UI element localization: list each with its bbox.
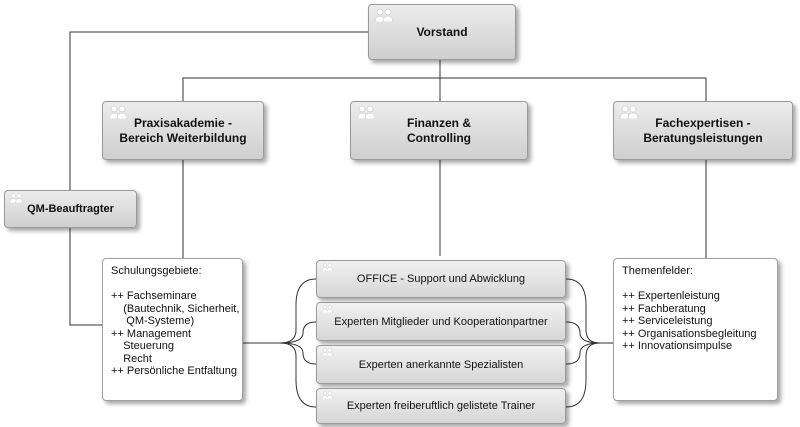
service-experten-spezialisten[interactable]: Experten anerkannte Spezialisten bbox=[316, 345, 566, 384]
service-label: Experten freiberuftlich gelistete Traine… bbox=[346, 400, 536, 412]
people-icon bbox=[322, 263, 333, 271]
finanzen-label: Finanzen & Controlling bbox=[406, 115, 471, 145]
service-experten-trainer[interactable]: Experten freiberuftlich gelistete Traine… bbox=[316, 388, 566, 424]
service-label: Experten anerkannte Spezialisten bbox=[358, 358, 524, 371]
service-office-support[interactable]: OFFICE - Support und Abwicklung bbox=[316, 260, 566, 298]
themenfelder-line: ++ Fachberatung bbox=[622, 302, 706, 315]
people-icon bbox=[322, 391, 333, 399]
people-icon bbox=[356, 105, 376, 119]
node-fachexpertisen[interactable]: Fachexpertisen - Beratungsleistungen bbox=[613, 101, 793, 160]
schulungsgebiete-line: Recht bbox=[111, 352, 152, 365]
service-label: Experten Mitglieder und Kooperationpartn… bbox=[334, 315, 548, 328]
themenfelder-line: ++ Innovationsimpulse bbox=[622, 340, 733, 352]
people-icon bbox=[322, 305, 333, 313]
people-icon bbox=[9, 193, 23, 203]
node-vorstand[interactable]: Vorstand bbox=[368, 4, 516, 60]
vorstand-label: Vorstand bbox=[416, 24, 468, 39]
people-icon bbox=[374, 8, 394, 22]
fachexpertisen-label: Fachexpertisen - Beratungsleistungen bbox=[643, 115, 763, 145]
themenfelder-line: ++ Serviceleistung bbox=[622, 315, 713, 327]
schulungsgebiete-line bbox=[111, 278, 234, 291]
schulungsgebiete-line: ++ Persönliche Entfaltung bbox=[111, 365, 237, 377]
themenfelder-line: ++ Expertenleistung bbox=[622, 290, 720, 302]
node-praxisakademie[interactable]: Praxisakademie - Bereich Weiterbildung bbox=[102, 101, 264, 160]
schulungsgebiete-line: Schulungsgebiete: bbox=[111, 265, 202, 277]
themenfelder-line: Themenfelder: bbox=[622, 265, 693, 277]
themenfelder-line bbox=[622, 278, 769, 291]
people-icon bbox=[322, 348, 333, 356]
people-icon bbox=[108, 105, 128, 119]
node-qm-beauftragter[interactable]: QM-Beauftragter bbox=[4, 190, 137, 228]
praxisakademie-label: Praxisakademie - Bereich Weiterbildung bbox=[119, 115, 247, 145]
node-finanzen[interactable]: Finanzen & Controlling bbox=[350, 101, 528, 160]
people-icon bbox=[619, 105, 639, 119]
themenfelder-box: Themenfelder: ++ Expertenleistung ++ Fac… bbox=[613, 258, 778, 401]
schulungsgebiete-line: ++ Fachseminare bbox=[111, 290, 197, 302]
service-experten-mitglieder[interactable]: Experten Mitglieder und Kooperationpartn… bbox=[316, 302, 566, 341]
schulungsgebiete-line: QM-Systeme) bbox=[111, 315, 195, 327]
schulungsgebiete-line: ++ Management bbox=[111, 327, 192, 340]
schulungsgebiete-line: Steuerung bbox=[111, 340, 174, 352]
schulungsgebiete-line: (Bautechnik, Sicherheit, bbox=[111, 302, 240, 315]
themenfelder-line: ++ Organisationsbegleitung bbox=[622, 327, 757, 340]
schulungsgebiete-box: Schulungsgebiete: ++ Fachseminare (Baute… bbox=[102, 258, 243, 401]
qm-beauftragter-label: QM-Beauftragter bbox=[27, 202, 114, 215]
service-label: OFFICE - Support und Abwicklung bbox=[356, 273, 526, 285]
